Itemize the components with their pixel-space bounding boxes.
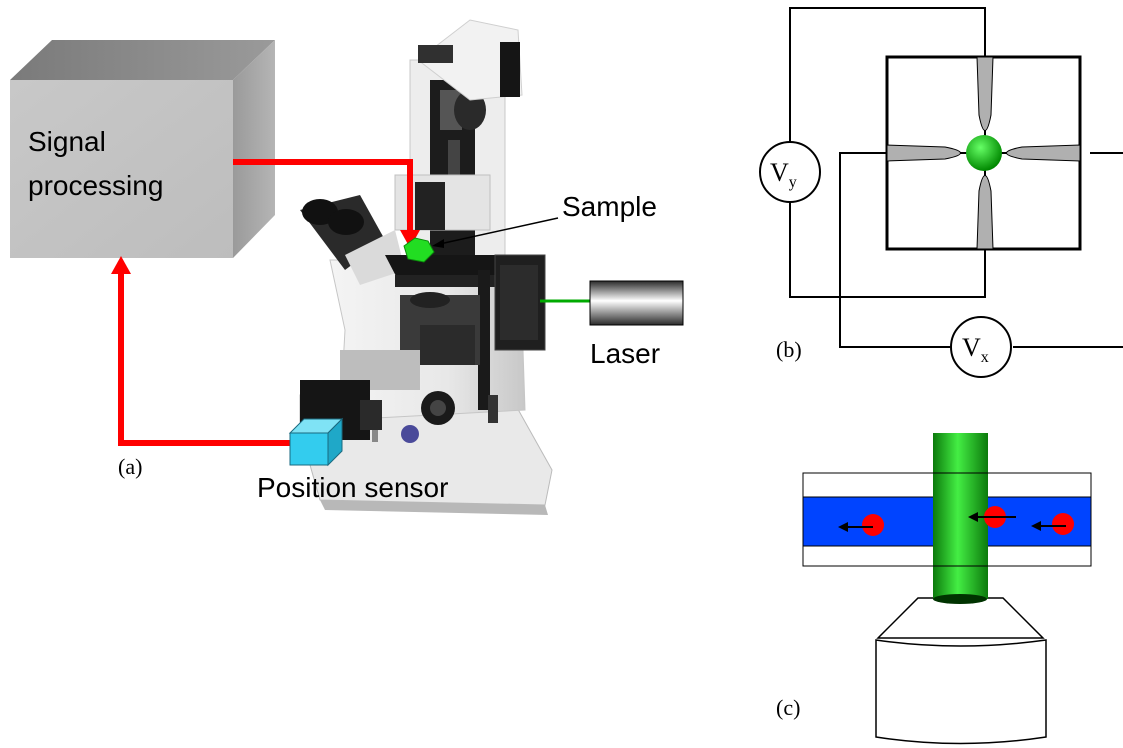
microscope-illustration [299, 19, 553, 515]
quadrant-electrodes [886, 56, 1081, 250]
position-sensor [288, 417, 344, 467]
sample-label: Sample [562, 191, 657, 222]
vy-main-label: V [770, 158, 789, 187]
position-sensor-label: Position sensor [257, 472, 448, 503]
objective-body [875, 639, 1047, 745]
eyepieces [300, 195, 405, 285]
signal-processing-box: Signal processing [10, 40, 275, 258]
beam-focus [933, 594, 987, 604]
particle-arrowhead [968, 512, 978, 522]
sample-pointer-line [434, 217, 559, 246]
objective-top [876, 597, 1045, 639]
panel-b: Vy Vx (b) [759, 7, 1123, 378]
particles [838, 506, 1074, 536]
vx-main-label: V [962, 333, 981, 362]
sample-pointer-arrowhead [432, 239, 444, 248]
signal-box-label-line1: Signal [28, 126, 106, 157]
signal-to-sample-arrowhead [400, 230, 420, 248]
sample-marker [403, 237, 435, 263]
particle-arrowhead [1031, 521, 1041, 531]
laser-label: Laser [590, 338, 660, 369]
signal-to-sample-line [233, 159, 413, 232]
signal-box-label-line2: processing [28, 170, 163, 201]
vy-voltmeter: Vy [759, 141, 821, 203]
panel-b-wiring [789, 7, 1123, 348]
particle [1052, 513, 1074, 535]
sensor-to-signal-arrowhead [111, 256, 131, 274]
panel-c-caption: (c) [776, 695, 800, 720]
panel-a: Signal processing [10, 19, 684, 515]
signal-path-arrows [111, 159, 420, 446]
panel-c: (c) [776, 433, 1092, 745]
vy-sub-label: y [789, 174, 797, 191]
laser-source [589, 280, 684, 326]
panel-a-caption: (a) [118, 454, 142, 479]
vx-voltmeter: Vx [950, 316, 1012, 378]
sensor-to-signal-line [118, 272, 296, 446]
svg-text:Vy: Vy [770, 158, 797, 191]
particle-arrowhead [838, 522, 848, 532]
panel-b-caption: (b) [776, 337, 802, 362]
svg-text:Vx: Vx [962, 333, 989, 366]
particle [862, 514, 884, 536]
trapped-bead [966, 135, 1002, 171]
vx-sub-label: x [981, 349, 989, 366]
